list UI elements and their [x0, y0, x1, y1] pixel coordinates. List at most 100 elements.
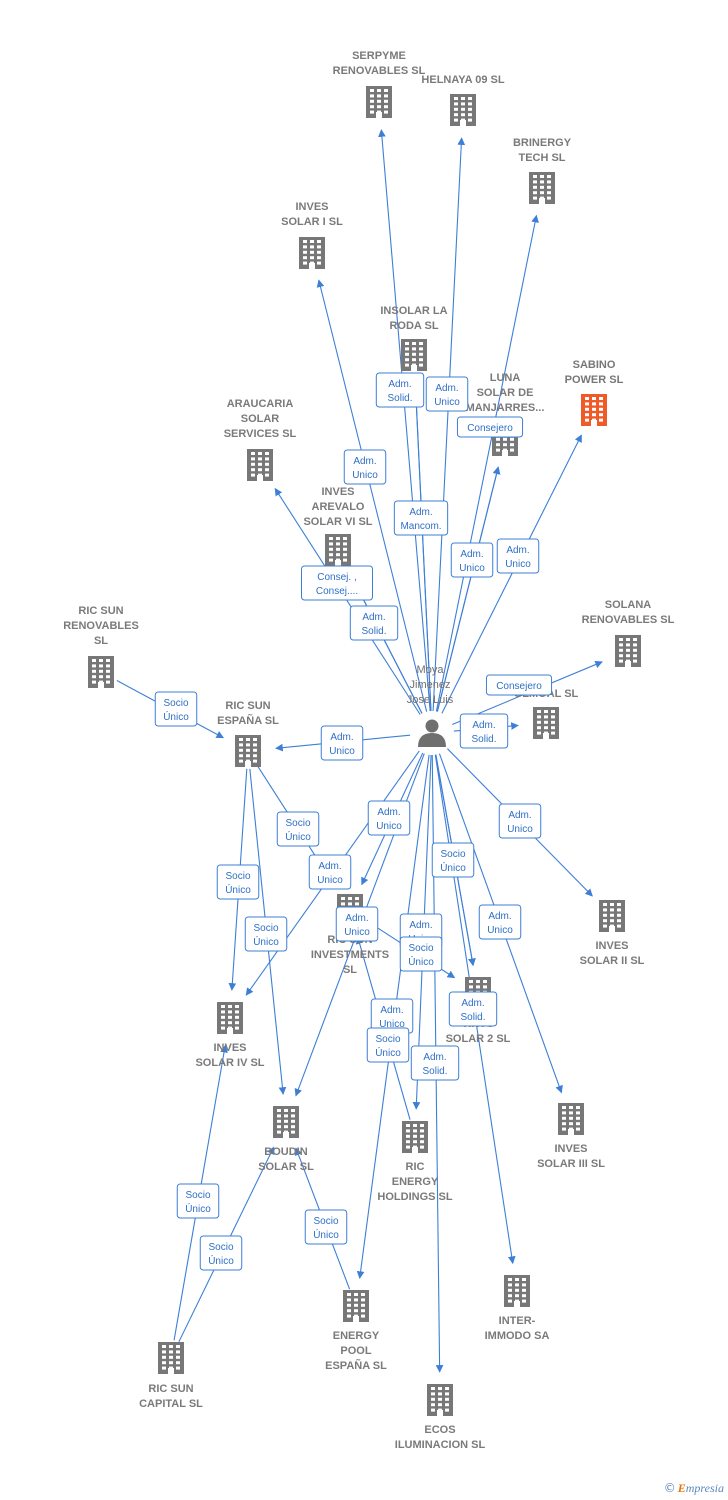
edge-label[interactable]: Adm.Unico	[425, 376, 469, 412]
edge-label-text: Adm.	[318, 861, 341, 872]
edge-label[interactable]: Consej. ,Consej....	[301, 565, 373, 601]
edge-label[interactable]: Adm.Unico	[450, 542, 494, 578]
edge-label-text: Socio	[375, 1034, 400, 1045]
company-label: INVES	[554, 1143, 587, 1155]
building-icon	[273, 1106, 299, 1138]
building-icon	[558, 1103, 584, 1135]
edge-label[interactable]: Adm.Solid.	[448, 991, 498, 1027]
copyright-icon: ©	[663, 1481, 676, 1495]
edge-label[interactable]: Consejero	[456, 416, 524, 438]
company-label: RIC	[406, 1161, 425, 1173]
company-node-helnaya[interactable]: HELNAYA 09 SL	[421, 74, 505, 126]
edge-label-text: Adm.	[488, 911, 511, 922]
edge-label-text: Adm.	[345, 913, 368, 924]
edge-label-text: Adm.	[380, 1005, 403, 1016]
edge-label[interactable]: Adm.Unico	[308, 854, 352, 890]
edge-label-text: Unico	[376, 821, 402, 832]
company-label: RODA SL	[389, 320, 438, 332]
edge-person-to-inves-solar-1	[316, 279, 428, 712]
edge-label-text: Solid.	[422, 1066, 447, 1077]
company-label: SABINO	[573, 359, 616, 371]
edge-label-text: Solid.	[387, 393, 412, 404]
company-node-inves-solar-1[interactable]: INVES SOLAR I SL	[281, 201, 343, 269]
building-icon	[529, 172, 555, 204]
edge-label[interactable]: Adm.Unico	[335, 906, 379, 942]
company-label: BOUDIN	[264, 1146, 307, 1158]
building-icon	[450, 94, 476, 126]
edge-label[interactable]: Adm.Unico	[496, 538, 540, 574]
edge-label-text: Adm.	[423, 1052, 446, 1063]
edge-label-text: Unico	[459, 563, 485, 574]
edge-label-text: Unico	[434, 397, 460, 408]
edge-label-text: Consejero	[496, 681, 542, 692]
edge-label[interactable]: Adm.Unico	[370, 998, 414, 1034]
company-label: RENOVABLES SL	[333, 65, 426, 77]
building-icon	[401, 339, 427, 371]
edge-label[interactable]: Adm.Unico	[498, 803, 542, 839]
edge-label-text: Unico	[329, 746, 355, 757]
edge-label-text: Único	[440, 861, 466, 874]
edge-label-text: Adm.	[409, 507, 432, 518]
edge-label[interactable]: Adm.Unico	[320, 725, 364, 761]
edge-label[interactable]: Adm.Solid.	[459, 713, 509, 749]
edge-label[interactable]: Adm.Solid.	[349, 605, 399, 641]
edge-label-text: Mancom.	[400, 521, 441, 532]
edge-label-text: Socio	[163, 698, 188, 709]
company-label: INVES	[321, 486, 354, 498]
company-label: SOLAR I SL	[281, 216, 343, 228]
edge-label-text: Adm.	[362, 612, 385, 623]
edge-label-text: Consejero	[467, 423, 513, 434]
edge-label-text: Adm.	[472, 720, 495, 731]
company-node-boudin[interactable]: BOUDIN SOLAR SL	[258, 1106, 314, 1173]
edge-label[interactable]: Consejero	[485, 674, 553, 696]
company-label: RIC SUN	[148, 1383, 193, 1395]
company-node-olmoal[interactable]: OLMOAL SL	[514, 688, 579, 739]
company-label: SOLAR SL	[258, 1161, 314, 1173]
edge-label[interactable]: Adm.Unico	[367, 800, 411, 836]
edge-label[interactable]: Adm. Mancom.	[393, 500, 449, 536]
edge-label[interactable]: Adm. Solid.	[410, 1045, 460, 1081]
company-label: SL	[94, 635, 108, 647]
company-label: SOLAR VI SL	[303, 516, 372, 528]
company-label: INVES	[595, 940, 628, 952]
company-node-inter-immodo[interactable]: INTER-IMMODO SA	[485, 1275, 550, 1342]
edge-label[interactable]: Adm.Unico	[478, 904, 522, 940]
edge-label[interactable]: Adm.Unico	[343, 449, 387, 485]
edge-label-text: Socio	[285, 818, 310, 829]
edge-label-text: Socio	[408, 943, 433, 954]
edge-label-text: Adm.	[409, 920, 432, 931]
company-label: INVES	[295, 201, 328, 213]
building-icon	[88, 656, 114, 688]
edge-label[interactable]: Adm.Solid.	[375, 372, 425, 408]
edge-label-text: Único	[375, 1046, 401, 1059]
edge-label-text: Único	[185, 1202, 211, 1215]
